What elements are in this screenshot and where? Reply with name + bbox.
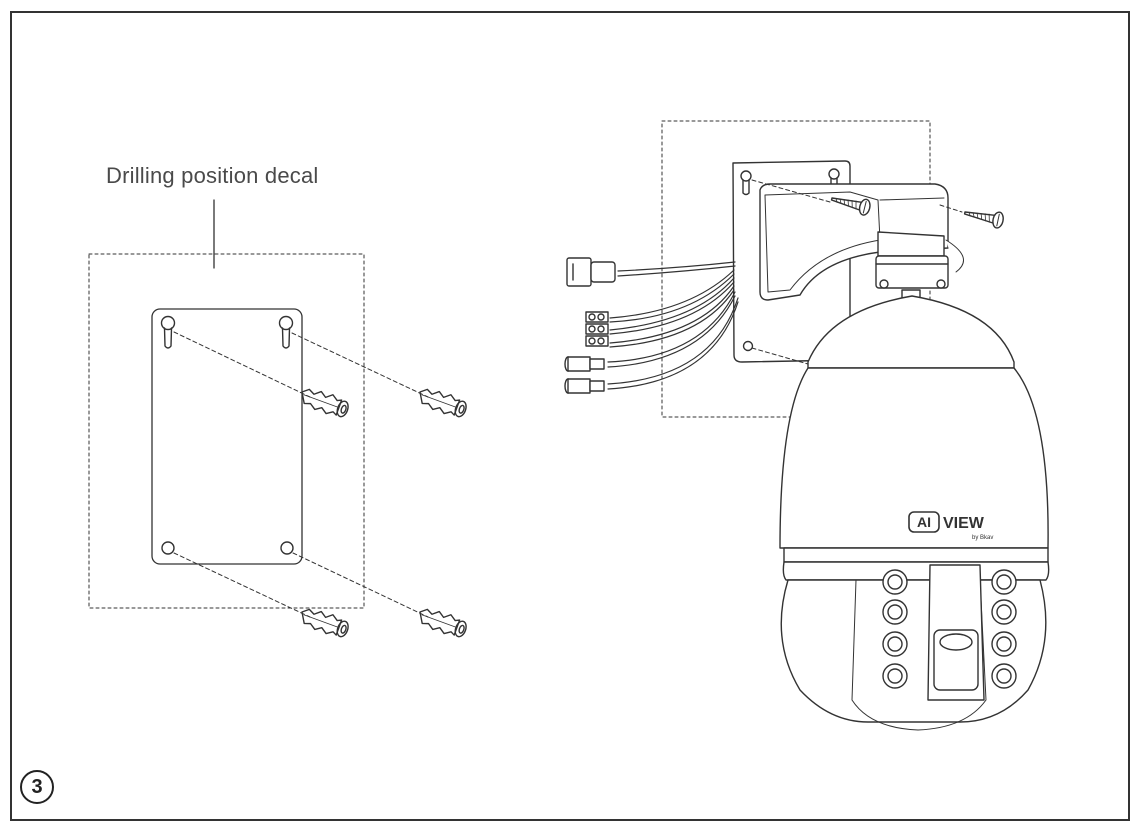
camera-trim-ring — [783, 547, 1049, 563]
brand-logo-sub: by Bkav — [972, 535, 993, 541]
camera-neck — [875, 231, 964, 299]
bracket-hole — [742, 340, 754, 352]
terminal-block — [585, 311, 609, 347]
guide-line — [173, 552, 311, 618]
guide-line — [292, 552, 429, 618]
bracket-keyhole — [740, 170, 752, 196]
wall-anchor — [415, 603, 470, 641]
brand-logo-ai: AI — [917, 514, 931, 530]
ir-led-array-right — [991, 569, 1017, 689]
bottom-hole-right — [280, 541, 294, 555]
camera-housing — [807, 295, 1015, 369]
step-number-badge: 3 — [20, 770, 54, 804]
wall-anchor — [297, 383, 352, 421]
cable-bundle — [607, 261, 739, 390]
guide-line — [173, 331, 311, 398]
camera-body — [779, 367, 1049, 549]
mount-screw — [962, 204, 1006, 230]
brand-logo-box — [908, 511, 940, 533]
bnc-connector — [564, 378, 605, 394]
wall-anchor — [297, 603, 352, 641]
rj45-connector — [566, 257, 616, 287]
guide-line — [291, 332, 429, 398]
keyhole-slot-right — [278, 315, 294, 349]
mount-plate-outline — [151, 308, 303, 565]
dc-connector — [564, 356, 605, 372]
decal-label: Drilling position decal — [106, 163, 319, 188]
brand-logo-view: VIEW — [943, 515, 985, 532]
ir-led-array-left — [882, 569, 908, 689]
decal-outline — [88, 253, 365, 609]
wall-anchor — [415, 383, 470, 421]
bottom-hole-left — [161, 541, 175, 555]
keyhole-slot-left — [160, 315, 176, 349]
